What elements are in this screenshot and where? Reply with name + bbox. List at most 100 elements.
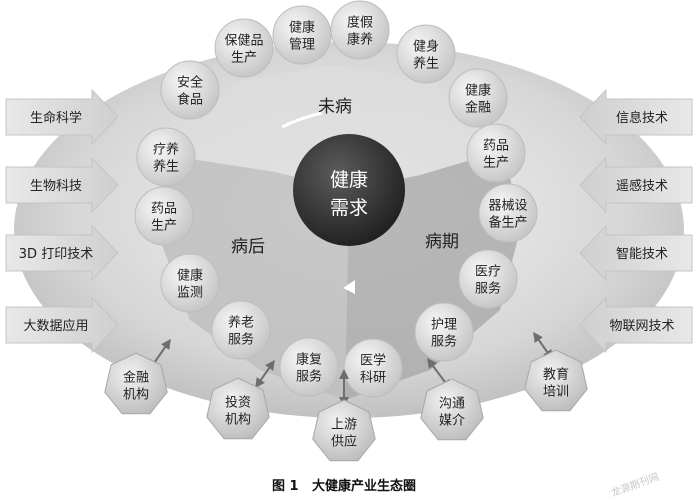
ring-node-label: 养生 <box>413 56 439 72</box>
support-node-label: 机构 <box>225 413 251 428</box>
ring-node-circle <box>396 24 456 84</box>
ring-node-label: 健康 <box>465 83 491 99</box>
ring-node-circle <box>134 186 194 246</box>
ring-node-circle <box>343 338 403 398</box>
ring-node-label: 生产 <box>231 51 257 66</box>
center-label-line1: 健康 <box>330 169 368 191</box>
ring-node-label: 监测 <box>177 286 203 301</box>
connector-education <box>533 331 553 361</box>
support-node-label: 媒介 <box>439 414 465 429</box>
right-arrow-2: 遥感技术 <box>579 156 693 214</box>
arrow-shape <box>5 88 119 146</box>
sector-label-top: 未病 <box>318 97 352 117</box>
support-node-label: 沟通 <box>439 397 465 412</box>
arrow-label: 3D 打印技术 <box>19 247 93 262</box>
ring-node-label: 养老 <box>228 315 254 331</box>
ring-node-label: 管理 <box>289 38 315 53</box>
ring-node-circle <box>466 123 526 183</box>
ring-node-label: 医疗 <box>475 265 501 280</box>
sector-top-stroke <box>281 111 323 129</box>
ring-node-label: 科研 <box>360 371 386 386</box>
center-circle <box>293 134 405 246</box>
figure-caption: 图 1 大健康产业生态圈 <box>272 478 416 494</box>
ring-node-label: 器械设 <box>488 199 527 214</box>
ring-node-circle <box>279 337 339 397</box>
arrow-shape <box>579 88 693 146</box>
ring-node-circle <box>136 127 196 187</box>
ring-node-label: 安全 <box>177 75 203 91</box>
arrow-label: 大数据应用 <box>23 318 88 334</box>
arrow-label: 遥感技术 <box>616 178 668 194</box>
sector-top-shape <box>165 65 505 190</box>
ring-node-circle <box>214 18 274 78</box>
ring-node-circle <box>330 0 390 60</box>
ring-node-label: 药品 <box>483 139 509 154</box>
heptagon-shape <box>524 349 588 412</box>
ring-node-label: 疗养 <box>153 142 179 158</box>
left-arrow-4: 大数据应用 <box>5 296 119 354</box>
support-nodes: 金融机构投资机构上游供应沟通媒介教育培训 <box>104 349 588 462</box>
support-node-label: 机构 <box>123 388 149 403</box>
arrow-shape <box>5 156 119 214</box>
ring-node-circle <box>211 300 271 360</box>
right-arrow-1: 信息技术 <box>579 88 693 146</box>
arrow-label: 信息技术 <box>616 110 668 126</box>
heptagon-shape <box>420 378 484 441</box>
arrow-shape <box>579 224 693 282</box>
support-node-label: 上游 <box>331 418 357 433</box>
ring-node-label: 康复 <box>296 352 322 368</box>
sector-label-left: 病后 <box>231 237 265 257</box>
heptagon-shape <box>312 399 376 462</box>
arrow-shape <box>5 224 119 282</box>
arrow-label: 智能技术 <box>616 247 668 262</box>
watermark: 龙源期刊网 <box>609 470 660 499</box>
left-arrow-2: 生物科技 <box>5 156 119 214</box>
caption-title: 大健康产业生态圈 <box>312 478 416 494</box>
caption-number: 图 1 <box>272 479 299 494</box>
center-node: 健康 需求 <box>293 134 405 246</box>
ring-node-label: 备生产 <box>488 215 527 231</box>
center-label-line2: 需求 <box>330 197 368 219</box>
arrow-shape <box>579 296 693 354</box>
ring-node-circle <box>478 183 538 243</box>
ring-node-label: 生产 <box>151 219 177 234</box>
support-node-label: 投资 <box>225 395 251 411</box>
arrow-label: 物联网技术 <box>609 319 674 334</box>
support-node-label: 供应 <box>331 434 357 450</box>
industry-ring: 健康管理度假康养健身养生健康金融药品生产器械设备生产医疗服务护理服务医学科研康复… <box>134 0 538 398</box>
ring-node-label: 度假 <box>347 15 373 31</box>
connector-investment <box>255 359 275 389</box>
pointer-triangle <box>343 280 355 294</box>
support-node-label: 教育 <box>543 367 569 383</box>
ring-node-label: 护理 <box>431 318 457 333</box>
ring-node-label: 健身 <box>413 39 439 55</box>
ring-node-circle <box>448 68 508 128</box>
left-arrow-1: 生命科学 <box>5 88 119 146</box>
ring-node-label: 健康 <box>289 20 315 36</box>
ring-node-circle <box>458 249 518 309</box>
arrow-label: 生命科学 <box>30 110 82 126</box>
ring-node-label: 健康 <box>177 268 203 284</box>
ring-node-label: 服务 <box>431 334 457 350</box>
ring-node-label: 服务 <box>296 369 322 385</box>
heptagon-shape <box>206 377 270 440</box>
right-arrow-4: 物联网技术 <box>579 296 693 354</box>
